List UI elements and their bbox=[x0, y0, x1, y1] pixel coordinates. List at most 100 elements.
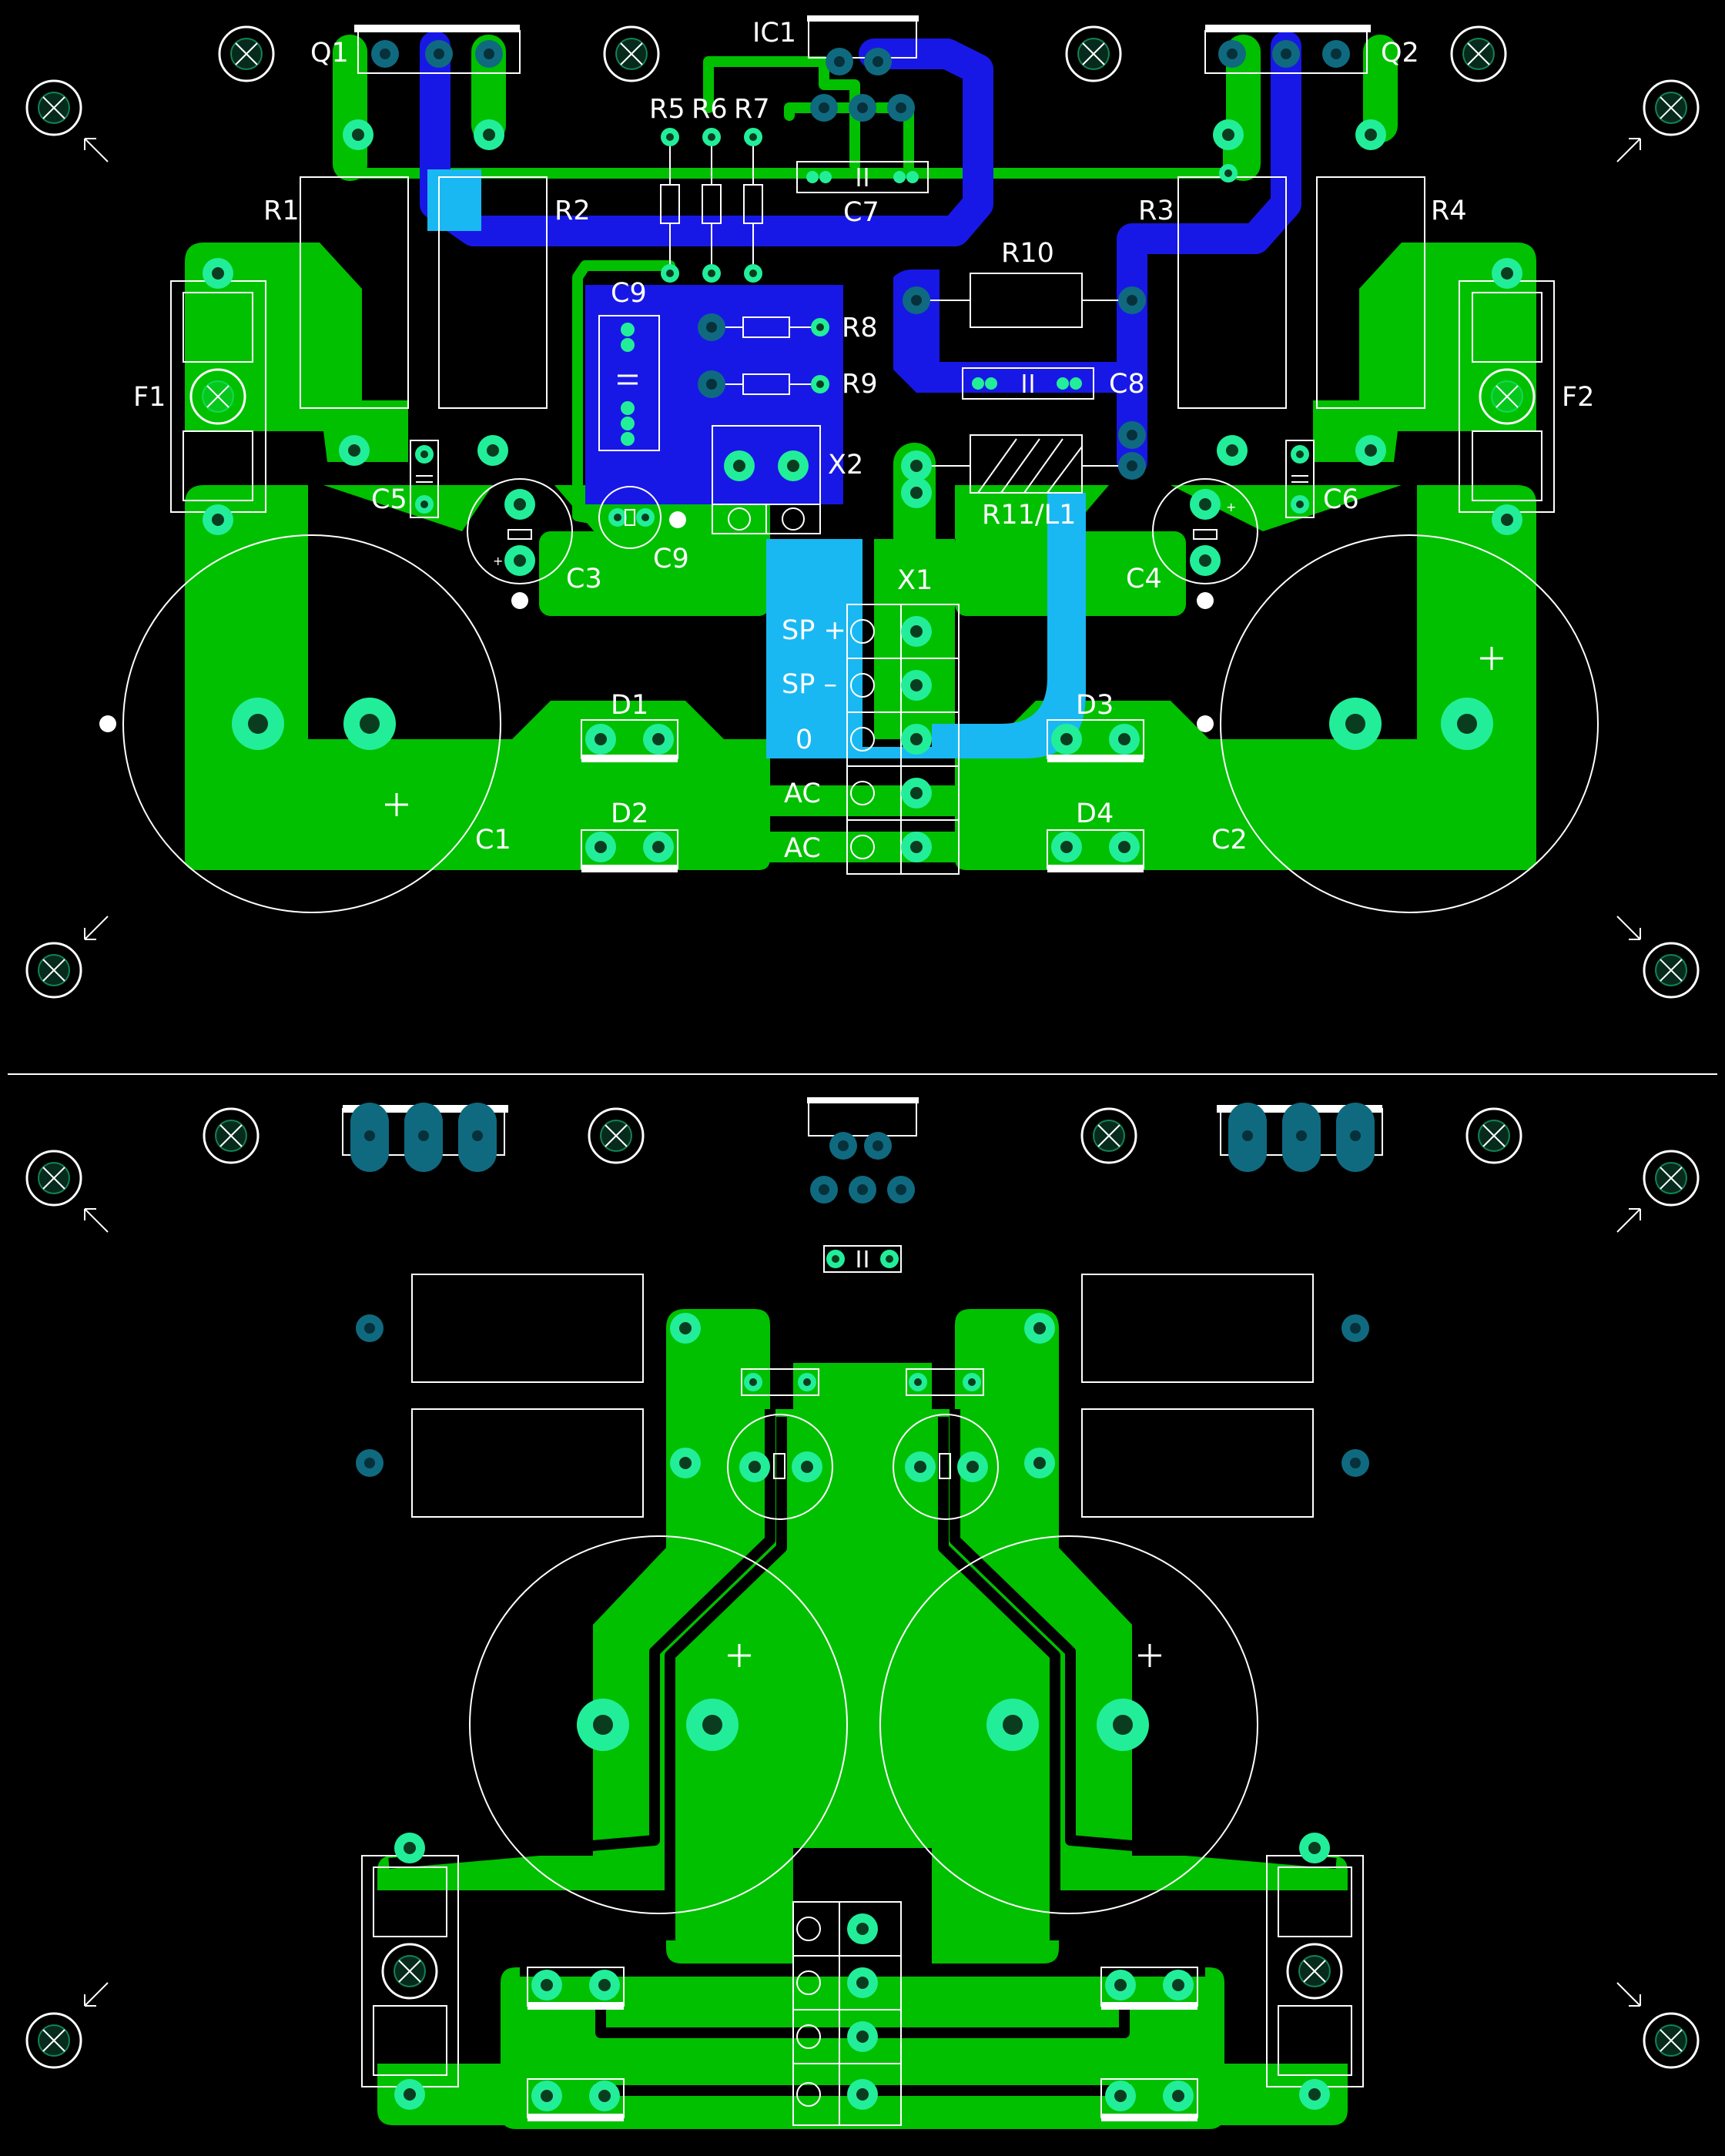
label-d1: D1 bbox=[611, 690, 648, 721]
label-c2: C2 bbox=[1211, 825, 1248, 855]
label-x1: X1 bbox=[897, 565, 933, 596]
resistors-r8-r9 bbox=[698, 313, 829, 398]
label-r7: R7 bbox=[734, 94, 770, 125]
resistor-r4-outline bbox=[1316, 176, 1425, 409]
svg-text:+: + bbox=[493, 554, 503, 568]
label-d3: D3 bbox=[1076, 690, 1114, 721]
label-sp-minus: SP – bbox=[782, 669, 837, 700]
label-r5: R5 bbox=[649, 94, 685, 125]
mounting-hole bbox=[1065, 25, 1122, 82]
capacitor-c8 bbox=[962, 367, 1094, 400]
resistor-r11-inductor-l1 bbox=[901, 421, 1146, 508]
resistor-r10 bbox=[903, 273, 1146, 328]
corner-arrows-bottom bbox=[84, 1208, 1641, 2007]
ic1-outline bbox=[807, 15, 919, 122]
capacitor-c4: + bbox=[1152, 478, 1258, 584]
label-c1: C1 bbox=[475, 825, 511, 855]
capacitor-c6 bbox=[1285, 440, 1315, 518]
ic-bottom bbox=[807, 1097, 919, 1204]
label-f2: F2 bbox=[1562, 382, 1594, 413]
label-c3: C3 bbox=[566, 564, 602, 594]
label-r6: R6 bbox=[692, 94, 728, 125]
connector-x1 bbox=[846, 604, 960, 875]
mounting-hole bbox=[1450, 25, 1507, 82]
capacitor-c5 bbox=[410, 440, 439, 518]
fuse-f2 bbox=[1459, 258, 1555, 535]
mounting-hole bbox=[1080, 1107, 1137, 1164]
label-c9-bottom: C9 bbox=[653, 544, 689, 574]
mounting-hole bbox=[1643, 1150, 1700, 1207]
diodes-bottom bbox=[527, 1967, 1198, 2121]
resistors-bottom bbox=[356, 1274, 1369, 1518]
mounting-hole bbox=[25, 79, 82, 136]
svg-text:+: + bbox=[1226, 500, 1236, 514]
film-caps-bottom bbox=[741, 1368, 984, 1396]
fuses-bottom bbox=[361, 1833, 1364, 2110]
label-sp-plus: SP + bbox=[782, 615, 846, 646]
label-q2: Q2 bbox=[1381, 38, 1419, 69]
transistor-q1 bbox=[354, 25, 521, 74]
resistor-r2-outline bbox=[438, 176, 548, 409]
mounting-hole bbox=[25, 942, 82, 999]
small-resistors bbox=[660, 128, 763, 283]
capacitor-c9-electrolytic bbox=[598, 486, 662, 549]
mounting-hole bbox=[1465, 1107, 1522, 1164]
label-ac-2: AC bbox=[784, 833, 821, 864]
fuse-f1 bbox=[170, 258, 266, 535]
bottom-view bbox=[25, 1097, 1700, 2129]
label-r11-l1: R11/L1 bbox=[982, 500, 1076, 531]
capacitor-c9-film bbox=[598, 315, 660, 451]
label-c6: C6 bbox=[1323, 484, 1359, 515]
label-r8: R8 bbox=[842, 313, 878, 343]
label-d4: D4 bbox=[1076, 798, 1114, 829]
mounting-hole bbox=[25, 2012, 82, 2069]
mounting-hole bbox=[1643, 2012, 1700, 2069]
label-zero: 0 bbox=[796, 725, 812, 755]
top-view-labels: Q1 Q2 IC1 R5 R6 R7 C7 R1 R2 R3 R4 R10 C9… bbox=[133, 18, 1594, 864]
resistor-r1-outline bbox=[300, 176, 409, 409]
connector-bottom bbox=[792, 1901, 902, 2126]
label-r9: R9 bbox=[842, 369, 878, 400]
black-gaps-bottom bbox=[388, 1409, 1337, 2096]
capacitor-c3: + bbox=[467, 478, 573, 584]
label-f1: F1 bbox=[133, 382, 166, 413]
label-r3: R3 bbox=[1138, 196, 1174, 226]
label-c7: C7 bbox=[843, 197, 879, 228]
mounting-hole bbox=[25, 1150, 82, 1207]
label-c9-top: C9 bbox=[611, 278, 647, 309]
capacitor-c1 bbox=[122, 534, 501, 913]
mounting-hole bbox=[588, 1107, 645, 1164]
diodes-top bbox=[581, 719, 1144, 872]
corner-arrows bbox=[84, 138, 1641, 940]
cyan-copper-top bbox=[427, 169, 1086, 758]
capacitor-c2 bbox=[1220, 534, 1599, 913]
big-caps-bottom bbox=[469, 1535, 1258, 1914]
label-q1: Q1 bbox=[310, 38, 349, 69]
mounting-hole bbox=[1643, 79, 1700, 136]
label-r1: R1 bbox=[263, 196, 300, 226]
mounting-hole bbox=[203, 1107, 260, 1164]
capacitor-c7 bbox=[796, 161, 929, 193]
connector-x2 bbox=[712, 425, 821, 534]
label-c8: C8 bbox=[1109, 369, 1145, 400]
label-r4: R4 bbox=[1431, 196, 1467, 226]
label-ic1: IC1 bbox=[752, 18, 796, 49]
label-ac-1: AC bbox=[784, 778, 821, 809]
mounting-hole bbox=[603, 25, 660, 82]
label-x2: X2 bbox=[828, 450, 863, 480]
white-dots bbox=[99, 511, 1214, 732]
electrolytics-bottom bbox=[727, 1414, 999, 1520]
label-c4: C4 bbox=[1126, 564, 1162, 594]
label-d2: D2 bbox=[611, 798, 648, 829]
transistor-q2 bbox=[1204, 25, 1371, 74]
top-view: + + bbox=[25, 15, 1700, 999]
mounting-hole bbox=[218, 25, 275, 82]
label-c5: C5 bbox=[371, 484, 407, 515]
mounting-hole bbox=[1643, 942, 1700, 999]
label-r2: R2 bbox=[554, 196, 591, 226]
cap-bottom-small bbox=[823, 1245, 902, 1273]
label-r10: R10 bbox=[1001, 238, 1054, 269]
green-copper-bottom bbox=[377, 1309, 1348, 2129]
transistors-bottom bbox=[342, 1103, 1383, 1172]
